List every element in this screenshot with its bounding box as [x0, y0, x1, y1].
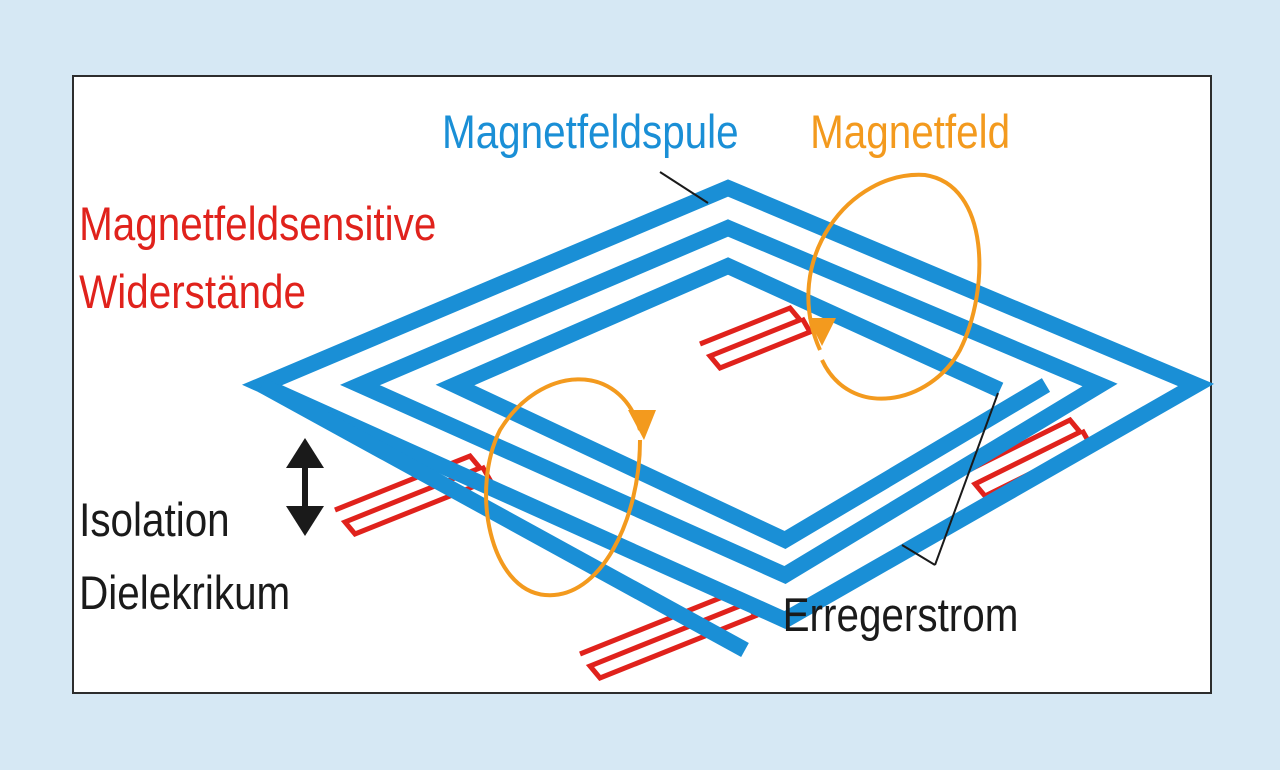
label-resistors-line2: Widerstände	[79, 266, 306, 319]
coil-turn-inner	[435, 257, 1051, 550]
label-isolation: Isolation	[79, 494, 230, 547]
leader-lines	[659, 171, 999, 566]
label-field: Magnetfeld	[810, 106, 1010, 159]
field-loop-left	[484, 377, 642, 598]
resistor-back	[699, 305, 814, 371]
label-current: Erregerstrom	[783, 589, 1019, 642]
label-coil: Magnetfeldspule	[442, 106, 739, 159]
leader-current-a	[934, 392, 999, 566]
magnetic-field	[484, 172, 982, 598]
label-dielectric: Dielekrikum	[79, 567, 290, 620]
coil-turn-middle	[340, 219, 1118, 585]
coil-turn-outer	[241, 179, 1215, 629]
label-resistors-line1: Magnetfeldsensitive	[79, 198, 436, 251]
leader-coil	[659, 171, 709, 204]
leader-current-b	[901, 544, 936, 566]
field-loop-right	[806, 172, 982, 401]
field-arrow-left	[628, 410, 656, 440]
coil	[241, 179, 1215, 658]
isolation-arrow	[286, 438, 324, 536]
field-arrow-right	[808, 318, 836, 346]
coil-lead	[258, 377, 749, 658]
